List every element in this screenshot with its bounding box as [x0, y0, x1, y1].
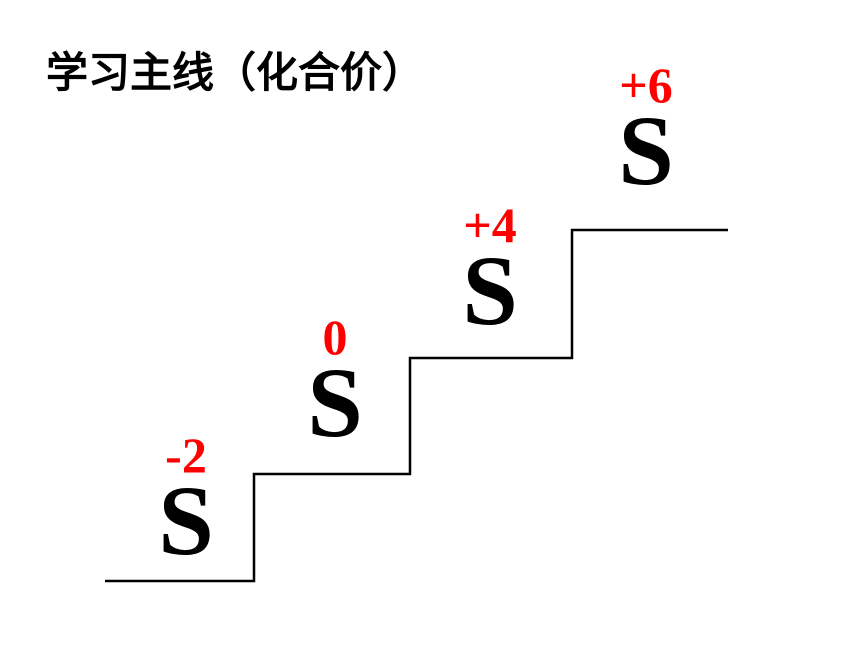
oxidation-state-label: 0: [322, 309, 348, 365]
oxidation-state-label: -2: [165, 427, 207, 483]
element-symbol: S: [462, 235, 518, 346]
sulfur-state-plus-4: +4 S: [430, 197, 550, 346]
element-symbol: S: [307, 347, 363, 458]
oxidation-state-label: +6: [619, 57, 673, 113]
element-symbol: S: [158, 465, 214, 576]
slide-title: 学习主线（化合价）: [46, 48, 425, 97]
oxidation-state-label: +4: [463, 197, 517, 253]
sulfur-state-minus-2: -2 S: [126, 427, 246, 576]
sulfur-state-0: 0 S: [275, 309, 395, 458]
element-symbol: S: [618, 95, 674, 206]
sulfur-state-plus-6: +6 S: [586, 57, 706, 206]
